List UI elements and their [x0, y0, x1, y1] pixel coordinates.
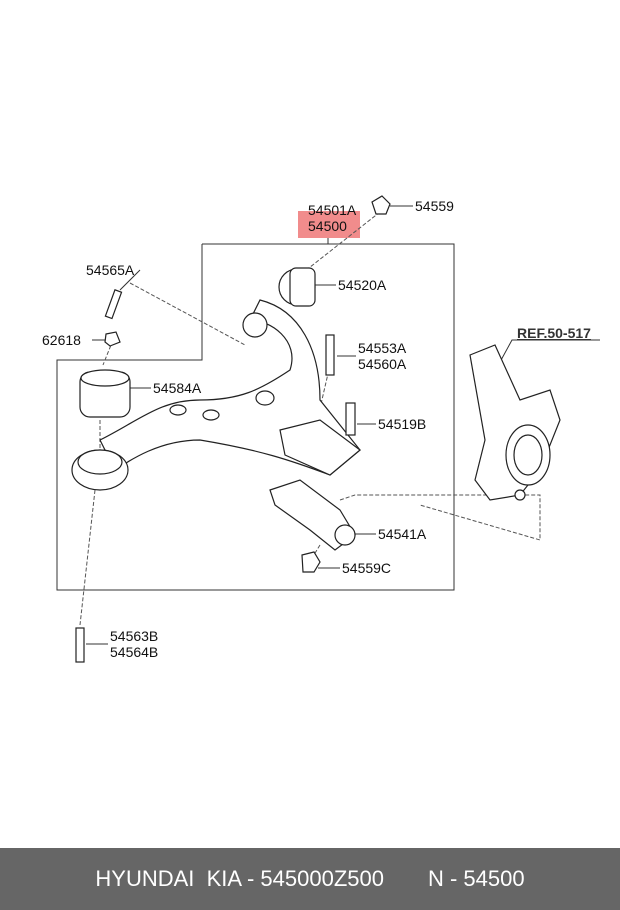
- part-label: 54501A: [308, 202, 357, 218]
- part-label: 54564B: [110, 644, 159, 660]
- nut-54559C: [301, 551, 321, 573]
- parts-diagram: [56, 195, 600, 663]
- part-label: 54520A: [338, 277, 387, 293]
- part-label: 62618: [42, 332, 81, 348]
- part-label: 54584A: [153, 380, 202, 396]
- part-label: 54541A: [378, 526, 427, 542]
- part-label: 54563B: [110, 628, 159, 644]
- nut-54559: [371, 195, 391, 215]
- bolt-54553A: [325, 334, 335, 376]
- bolt-54565A: [104, 289, 123, 320]
- bolt-54563B: [75, 627, 85, 663]
- reference-link[interactable]: REF.50-517: [517, 325, 591, 341]
- part-label: 54559: [415, 198, 454, 214]
- footer-bar: HYUNDAI KIA - 545000Z500 N - 54500: [0, 848, 620, 910]
- part-label: 54560A: [358, 356, 407, 372]
- brand-part-number: HYUNDAI KIA - 545000Z500: [95, 866, 384, 891]
- part-label: 54553A: [358, 340, 407, 356]
- bolt-54519B: [345, 402, 356, 436]
- diagram-number: N - 54500: [427, 866, 525, 891]
- part-label: 54519B: [378, 416, 427, 432]
- part-label: 54565A: [86, 262, 135, 278]
- highlight-box: [298, 211, 360, 238]
- assembly-frame: [56, 243, 455, 591]
- nut-62618: [104, 331, 121, 347]
- part-label-highlighted: 54500: [308, 218, 347, 234]
- part-label: 54559C: [342, 560, 392, 576]
